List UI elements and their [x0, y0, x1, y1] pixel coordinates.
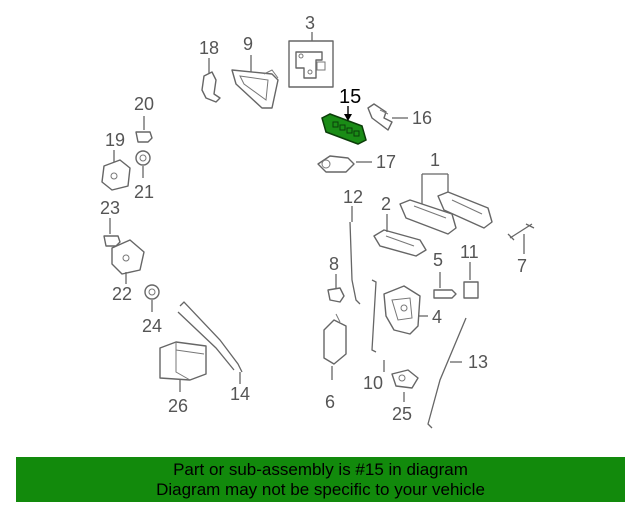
part-14-check-rod[interactable] [177, 301, 243, 373]
callout-16: 16 [412, 108, 432, 128]
part-8-grommet[interactable] [327, 287, 345, 303]
callout-19: 19 [105, 130, 125, 150]
part-7-pin[interactable] [507, 223, 535, 241]
parts-diagram: 3 9 18 15 16 17 1 [100, 13, 535, 429]
part-3-bracket[interactable] [288, 40, 334, 88]
part-26-module[interactable] [159, 341, 207, 381]
banner-line-1: Part or sub-assembly is #15 in diagram [173, 460, 468, 479]
banner-line-2: Diagram may not be specific to your vehi… [156, 480, 485, 499]
callout-26: 26 [168, 396, 188, 416]
callout-9: 9 [243, 34, 253, 54]
part-13-rod[interactable] [427, 317, 467, 429]
callout-22: 22 [112, 284, 132, 304]
part-22-lower-hinge[interactable] [111, 239, 145, 275]
callout-18: 18 [199, 38, 219, 58]
info-banner: Part or sub-assembly is #15 in diagram D… [16, 457, 625, 502]
part-15-switch-highlighted[interactable] [321, 113, 367, 145]
part-19-upper-hinge[interactable] [101, 159, 131, 191]
part-23-bolt[interactable] [103, 235, 121, 247]
part-5-bolt[interactable] [433, 289, 457, 299]
part-16-bracket[interactable] [367, 103, 393, 131]
part-17-lock-cylinder[interactable] [317, 155, 355, 173]
callout-1: 1 [430, 150, 440, 170]
part-18-clip[interactable] [201, 71, 221, 103]
callout-11: 11 [460, 242, 479, 262]
callout-2: 2 [381, 194, 391, 214]
callout-25: 25 [392, 404, 412, 424]
part-6-lock-actuator[interactable] [323, 313, 347, 365]
part-12-rod[interactable] [349, 221, 361, 305]
callout-8: 8 [329, 254, 339, 274]
callout-10: 10 [363, 373, 383, 393]
callout-3: 3 [305, 13, 315, 33]
part-4-latch[interactable] [383, 285, 421, 335]
callout-23: 23 [100, 198, 120, 218]
part-10-rod[interactable] [371, 279, 377, 353]
callout-20: 20 [134, 94, 154, 114]
callout-4: 4 [432, 307, 442, 327]
callout-21: 21 [134, 182, 154, 202]
callout-13: 13 [468, 352, 488, 372]
callout-7: 7 [517, 256, 527, 276]
part-9-outside-handle[interactable] [231, 69, 279, 109]
part-25-actuator[interactable] [391, 369, 419, 389]
callout-15: 15 [339, 86, 361, 108]
part-2-handle-bezel[interactable] [373, 229, 427, 257]
part-24-bushing[interactable] [144, 284, 160, 300]
part-11-clip[interactable] [463, 281, 479, 299]
callout-24: 24 [142, 316, 162, 336]
callout-5: 5 [433, 250, 443, 270]
callout-12: 12 [343, 187, 363, 207]
callout-17: 17 [376, 152, 396, 172]
part-20-bolt[interactable] [135, 131, 153, 143]
part-21-bushing[interactable] [135, 150, 151, 166]
callout-6: 6 [325, 392, 335, 412]
callout-14: 14 [230, 384, 250, 404]
part-1-inside-handle[interactable] [399, 191, 493, 235]
